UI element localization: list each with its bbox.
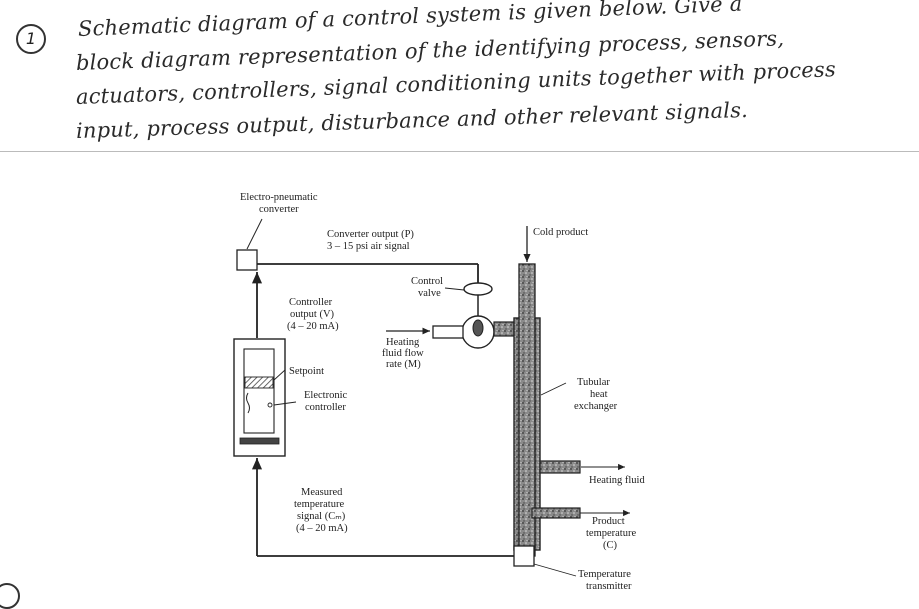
product-outlet bbox=[531, 507, 581, 519]
temp-transmitter-label-1: Temperature bbox=[578, 569, 631, 580]
heat-exchanger-label-3: exchanger bbox=[574, 401, 618, 412]
temperature-transmitter-box bbox=[513, 545, 535, 567]
control-valve-actuator bbox=[463, 282, 493, 296]
controller-indicator bbox=[246, 392, 250, 414]
heating-fluid-label: Heating fluid bbox=[589, 475, 645, 486]
measured-temp-label-2: temperature bbox=[294, 499, 344, 510]
controller-output-label-3: (4 – 20 mA) bbox=[287, 321, 339, 332]
control-valve-leader bbox=[444, 287, 465, 291]
heat-exchanger-label-2: heat bbox=[590, 389, 608, 400]
electronic-controller-leader bbox=[273, 401, 297, 406]
temp-transmitter-leader bbox=[533, 563, 577, 577]
product-temp-label-1: Product bbox=[592, 516, 625, 527]
electro-pneumatic-converter-box bbox=[236, 249, 258, 271]
valve-plug bbox=[472, 319, 484, 337]
heat-exchanger-leader bbox=[540, 382, 567, 396]
measured-temp-label-1: Measured bbox=[301, 487, 343, 498]
ep-converter-label-1: Electro-pneumatic bbox=[240, 192, 318, 203]
controller-output-label-2: output (V) bbox=[290, 309, 335, 320]
measured-temp-label-3: signal (Cₘ) bbox=[297, 511, 346, 522]
temp-transmitter-label-2: transmitter bbox=[586, 581, 632, 592]
electronic-controller-label-1: Electronic bbox=[304, 390, 347, 401]
setpoint-dial bbox=[244, 376, 274, 389]
heating-feed-pipe bbox=[493, 321, 515, 337]
controller-knob bbox=[267, 402, 273, 408]
converter-output-label-1: Converter output (P) bbox=[327, 229, 414, 240]
heating-flow-label-1: Heating bbox=[386, 337, 420, 348]
heating-flow-label-3: rate (M) bbox=[386, 359, 421, 370]
setpoint-leader bbox=[273, 369, 286, 381]
question-number: 1 bbox=[16, 24, 46, 54]
ep-converter-label-2: converter bbox=[259, 204, 299, 215]
cold-product-label: Cold product bbox=[533, 227, 588, 238]
electronic-controller-panel bbox=[243, 348, 275, 434]
product-temp-label-2: temperature bbox=[586, 528, 636, 539]
heating-flow-label-2: fluid flow bbox=[382, 348, 424, 359]
heating-inlet-pipe bbox=[432, 325, 464, 339]
heat-exchanger-label-1: Tubular bbox=[577, 377, 610, 388]
control-valve-label-2: valve bbox=[418, 288, 441, 299]
next-question-number bbox=[0, 583, 20, 609]
control-valve-label-1: Control bbox=[411, 276, 443, 287]
ep-converter-leader bbox=[246, 218, 263, 250]
electronic-controller-label-2: controller bbox=[305, 402, 346, 413]
product-temp-label-3: (C) bbox=[603, 540, 618, 551]
controller-base-strip bbox=[239, 437, 280, 445]
setpoint-label: Setpoint bbox=[289, 366, 324, 377]
heating-fluid-outlet bbox=[539, 460, 581, 474]
measured-temp-label-4: (4 – 20 mA) bbox=[296, 523, 348, 534]
converter-output-label-2: 3 – 15 psi air signal bbox=[327, 241, 410, 252]
divider-line bbox=[0, 151, 919, 152]
controller-output-label-1: Controller bbox=[289, 297, 333, 308]
